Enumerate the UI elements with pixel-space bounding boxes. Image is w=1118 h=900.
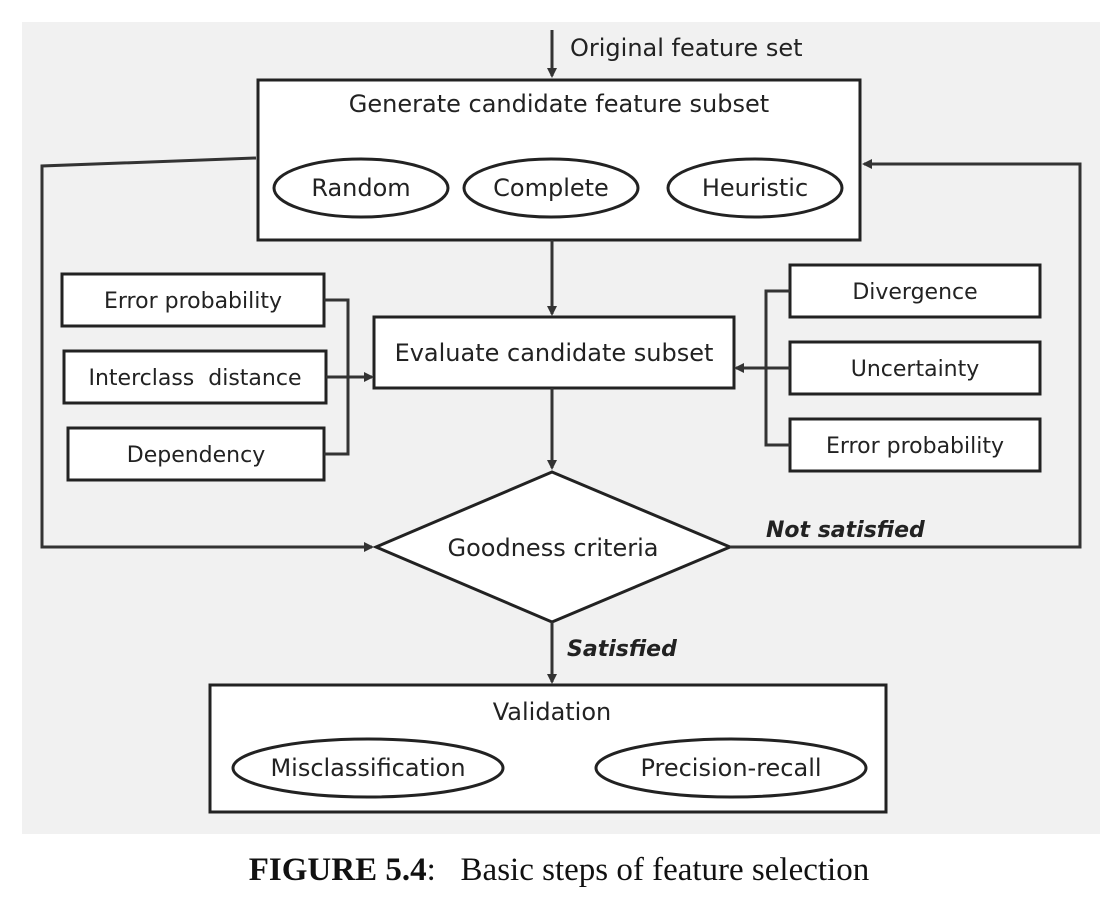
- evaluate-subset-box: Evaluate candidate subset: [372, 315, 736, 390]
- satisfied-label: Satisfied: [567, 637, 677, 662]
- left-measure-error-probability: Error probability: [104, 289, 282, 314]
- right-measure-divergence: Divergence: [852, 280, 977, 305]
- left-measure-dependency: Dependency: [127, 443, 265, 468]
- left-loop-arrow: [40, 156, 374, 552]
- generate-subset-box: Generate candidate feature subset Random…: [256, 78, 862, 242]
- goodness-criteria-label: Goodness criteria: [448, 534, 659, 562]
- figure-caption-label: FIGURE 5.4: [248, 852, 427, 888]
- right-measure-error-probability: Error probability: [826, 434, 1004, 459]
- not-satisfied-label: Not satisfied: [766, 518, 925, 543]
- figure-caption-text: Basic steps of feature selection: [460, 852, 870, 888]
- goodness-criteria-diamond: Goodness criteria: [372, 470, 734, 624]
- heuristic-label: Heuristic: [702, 174, 808, 202]
- validation-title: Validation: [493, 698, 612, 726]
- input-label: Original feature set: [570, 34, 803, 62]
- misclassification-option: [231, 737, 505, 799]
- left-measure-interclass-distance: Interclass distance: [89, 366, 302, 391]
- random-label: Random: [311, 174, 410, 202]
- evaluate-title: Evaluate candidate subset: [395, 339, 714, 367]
- complete-option: [462, 157, 640, 219]
- precision-recall-option: [594, 737, 868, 799]
- figure-caption: FIGURE 5.4: Basic steps of feature selec…: [0, 852, 1118, 889]
- generate-title: Generate candidate feature subset: [349, 90, 769, 118]
- right-measure-uncertainty: Uncertainty: [851, 357, 980, 382]
- precision-recall-label: Precision-recall: [640, 754, 821, 782]
- validation-box: Validation Misclassification Precision-r…: [208, 683, 888, 814]
- complete-label: Complete: [493, 174, 609, 202]
- misclassification-label: Misclassification: [270, 754, 465, 782]
- left-measures: Error probability Interclass distance De…: [60, 272, 328, 482]
- not-satisfied-loop-arrow: [730, 159, 1082, 549]
- heuristic-option: [666, 157, 844, 219]
- figure-caption-colon: :: [426, 852, 461, 888]
- right-measures: Divergence Uncertainty Error probability: [788, 263, 1042, 473]
- random-option: [272, 157, 450, 219]
